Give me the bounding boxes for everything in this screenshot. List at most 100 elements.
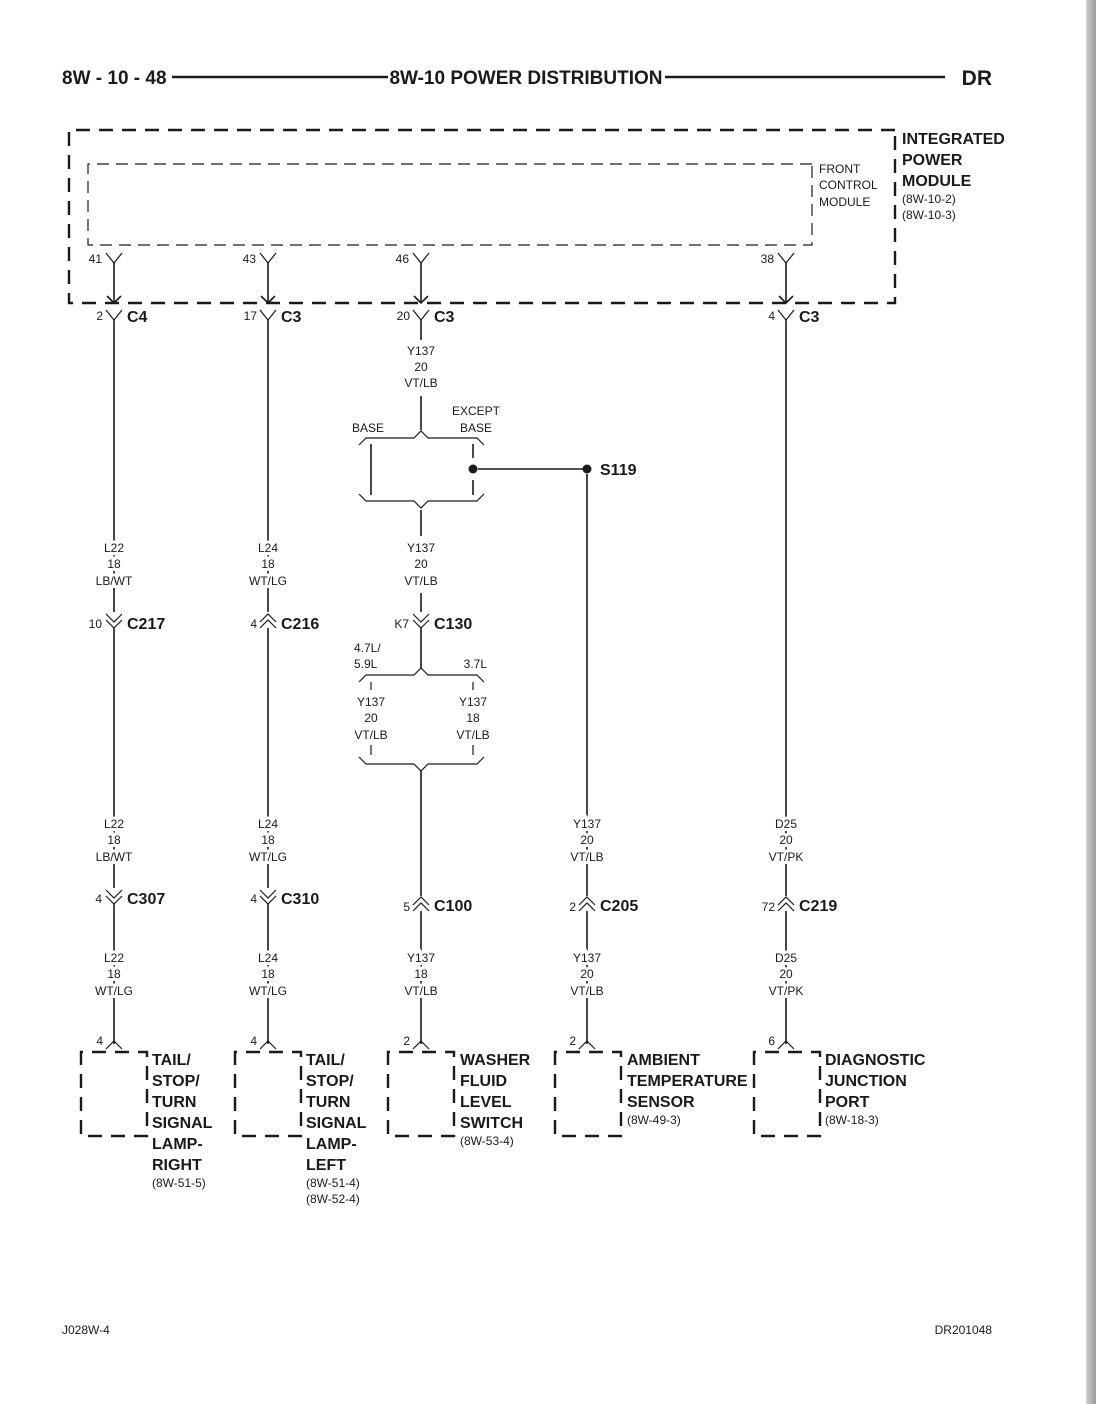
circuit-tail-left: 43 17 C3 L24 18 WT/LG 4 C216 L24 18 WT/L… xyxy=(233,252,367,1206)
component-outline xyxy=(553,1050,623,1138)
circuit-washer: 46 20 C3 Y137 20 VT/LB BASE EXCEPT BASE … xyxy=(352,252,531,1148)
wire-gauge: 20 xyxy=(779,967,793,981)
component-name-line: WASHER xyxy=(460,1052,531,1069)
model-code: DR xyxy=(962,67,992,90)
ipm-pin-label: 2 xyxy=(96,309,103,323)
inline-connector-label: C307 xyxy=(127,891,165,908)
component-name-line: AMBIENT xyxy=(627,1052,700,1069)
engine-brace-top xyxy=(358,667,485,683)
wire-color: VT/LB xyxy=(404,984,437,998)
ipm-pin-symbol xyxy=(412,309,430,321)
fcm-outline xyxy=(87,163,813,246)
inline-pin-label: 10 xyxy=(89,617,103,631)
wire-gauge: 20 xyxy=(414,557,428,571)
wire-gauge: 20 xyxy=(779,833,793,847)
fcm-arrow-symbol xyxy=(106,295,122,305)
wire-color: VT/PK xyxy=(769,850,804,864)
component-ref: (8W-51-5) xyxy=(152,1176,206,1190)
component-name-line: TAIL/ xyxy=(152,1052,191,1069)
fcm-name-3: MODULE xyxy=(819,195,870,209)
circuit-ambient: S119 Y137 20 VT/LB 2 C205 Y137 20 VT/LB … xyxy=(478,462,748,1138)
engine-label-a-1: 4.7L/ xyxy=(354,641,381,655)
page-edge-shadow xyxy=(1086,0,1096,1404)
ipm-pin-symbol xyxy=(259,309,277,321)
component-name-line: FLUID xyxy=(460,1073,507,1090)
component-pin-symbol xyxy=(105,1040,123,1050)
ipm-pin-label: 17 xyxy=(244,309,258,323)
wire-color: LB/WT xyxy=(96,850,133,864)
ipm-name-3: MODULE xyxy=(902,173,972,190)
component-ref: (8W-51-4) xyxy=(306,1176,360,1190)
inline-pin-label: 4 xyxy=(250,892,257,906)
wire-color: WT/LG xyxy=(249,984,287,998)
component-outline xyxy=(386,1050,456,1138)
inline-pin-label: 5 xyxy=(403,900,410,914)
ipm-name-1: INTEGRATED xyxy=(902,131,1005,148)
component-pin-symbol xyxy=(578,1040,596,1050)
wire-color: WT/LG xyxy=(249,574,287,588)
fcm-pin-symbol xyxy=(259,252,277,264)
inline-pin-label: 2 xyxy=(569,900,576,914)
ipm-ref-1: (8W-10-2) xyxy=(902,192,956,206)
ipm-name-2: POWER xyxy=(902,152,963,169)
wire-color: VT/LB xyxy=(456,728,489,742)
wire-color: VT/LB xyxy=(404,376,437,390)
component-name-line: SENSOR xyxy=(627,1094,695,1111)
ipm-connector-label: C3 xyxy=(434,309,455,326)
fcm-pin-label: 38 xyxy=(761,252,775,266)
wire-color: VT/LB xyxy=(570,984,603,998)
component-ref: (8W-49-3) xyxy=(627,1113,681,1127)
splice-dot xyxy=(582,464,592,474)
fcm-arrow-symbol xyxy=(413,295,429,305)
connector-symbol-up xyxy=(777,896,795,912)
component-ref: (8W-52-4) xyxy=(306,1192,360,1206)
wire-code: D25 xyxy=(775,817,797,831)
component-name-line: STOP/ xyxy=(152,1073,200,1090)
wire-color: LB/WT xyxy=(96,574,133,588)
component-name-line: DIAGNOSTIC xyxy=(825,1052,926,1069)
page-number: 8W - 10 - 48 xyxy=(62,68,167,89)
connector-symbol-down xyxy=(259,889,277,905)
wire-gauge: 18 xyxy=(107,967,121,981)
wire-code: L24 xyxy=(258,817,278,831)
wire-code: L24 xyxy=(258,951,278,965)
connector-symbol-down xyxy=(105,613,123,629)
component-name-line: RIGHT xyxy=(152,1157,202,1174)
wire-gauge: 18 xyxy=(107,833,121,847)
option-brace-bottom xyxy=(358,493,485,509)
wire-gauge: 20 xyxy=(414,360,428,374)
fcm-name-1: FRONT xyxy=(819,162,861,176)
fcm-name-2: CONTROL xyxy=(819,178,878,192)
wire-gauge: 20 xyxy=(580,833,594,847)
fcm-pin-symbol xyxy=(105,252,123,264)
inline-connector-label: C219 xyxy=(799,898,837,915)
engine-label-a-2: 5.9L xyxy=(354,657,378,671)
component-pin-label: 4 xyxy=(250,1034,257,1048)
wire-code: L22 xyxy=(104,541,124,555)
component-name-line: SIGNAL xyxy=(306,1115,367,1132)
component-pin-label: 2 xyxy=(403,1034,410,1048)
wire-gauge: 20 xyxy=(580,967,594,981)
wire-color: VT/LB xyxy=(570,850,603,864)
component-pin-label: 2 xyxy=(569,1034,576,1048)
component-name-line: TURN xyxy=(306,1094,350,1111)
component-name-line: JUNCTION xyxy=(825,1073,907,1090)
wire-gauge: 18 xyxy=(261,557,275,571)
splice-label: S119 xyxy=(600,462,637,479)
fcm-arrow-symbol xyxy=(778,295,794,305)
wire-code: Y137 xyxy=(573,817,601,831)
component-ref: (8W-53-4) xyxy=(460,1134,514,1148)
connector-symbol-down xyxy=(105,889,123,905)
circuit-diagnostic: 38 4 C3 D25 20 VT/PK 72 C219 D25 20 VT/P… xyxy=(752,252,926,1138)
component-pin-symbol xyxy=(259,1040,277,1050)
wire-color: VT/LB xyxy=(404,574,437,588)
component-outline xyxy=(752,1050,822,1138)
wire-code: Y137 xyxy=(407,951,435,965)
component-name-line: LEVEL xyxy=(460,1094,512,1111)
wire-gauge: 18 xyxy=(107,557,121,571)
wire-gauge: 18 xyxy=(414,967,428,981)
wire-gauge: 20 xyxy=(364,711,378,725)
circuit-tail-right: 41 2 C4 L22 18 LB/WT 10 C217 L22 18 LB/W… xyxy=(79,252,213,1190)
inline-connector-label: C217 xyxy=(127,616,165,633)
inline-connector-label: C216 xyxy=(281,616,319,633)
